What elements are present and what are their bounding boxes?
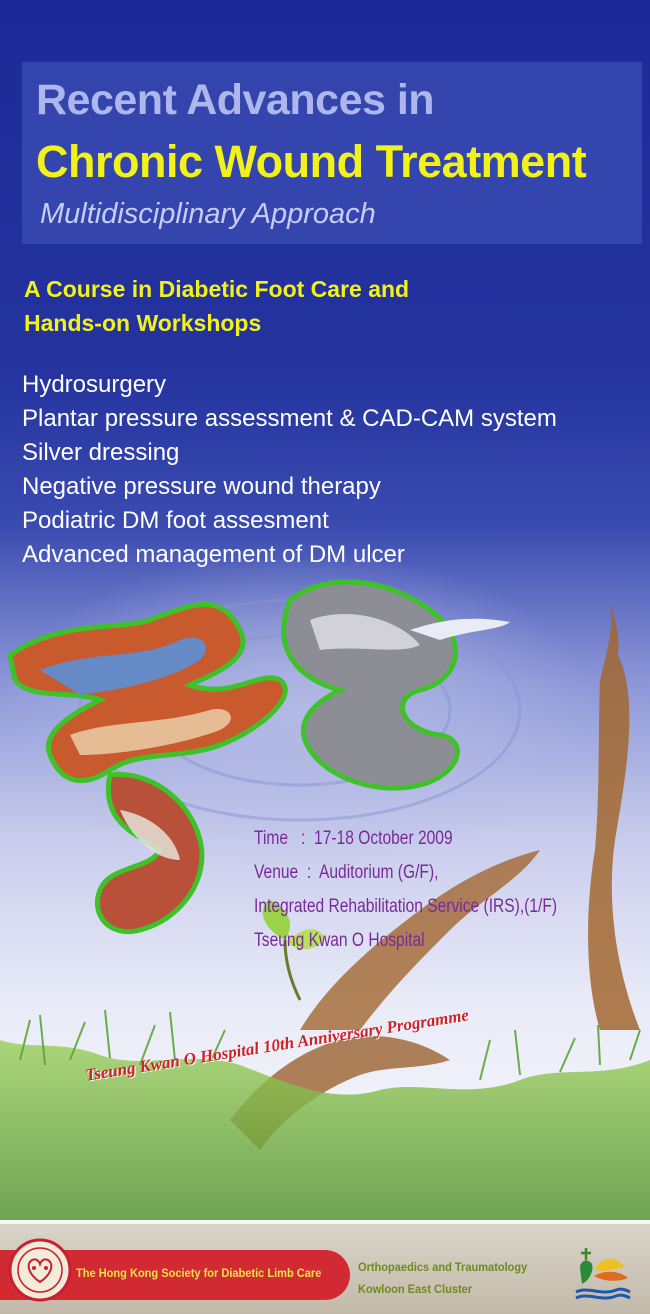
grass-blades	[19, 1009, 641, 1081]
course-heading-line-1: A Course in Diabetic Foot Care and	[24, 276, 410, 302]
time-label: Time	[254, 828, 289, 849]
light-streak	[410, 618, 510, 640]
swirl-stripe-cream	[70, 709, 231, 755]
tree-root	[300, 850, 540, 1030]
department-line-1: Orthopaedics and Traumatology	[358, 1260, 528, 1274]
subtitle: Multidisciplinary Approach	[40, 198, 376, 230]
venue-row: Venue : Auditorium (G/F),	[254, 856, 557, 890]
topic-item: Podiatric DM foot assesment	[22, 507, 329, 534]
grass-field	[0, 1040, 650, 1220]
department-name: Orthopaedics and Traumatology Kowloon Ea…	[358, 1256, 527, 1300]
title-band	[22, 62, 642, 244]
swirl-stripe-lower	[120, 810, 180, 860]
title-line-2: Chronic Wound Treatment	[36, 136, 587, 187]
seedling-icon	[262, 900, 325, 1001]
course-heading-line-2: Hands-on Workshops	[24, 310, 262, 336]
hospital-logo-icon	[575, 1248, 631, 1300]
society-name: The Hong Kong Society for Diabetic Limb …	[76, 1266, 322, 1280]
topic-item: Plantar pressure assessment & CAD-CAM sy…	[22, 405, 557, 432]
time-separator: :	[292, 828, 310, 849]
department-line-2: Kowloon East Cluster	[358, 1282, 473, 1296]
topic-item: Silver dressing	[22, 439, 180, 466]
course-heading: A Course in Diabetic Foot Care and Hands…	[24, 272, 544, 340]
title-line-1: Recent Advances in	[36, 76, 435, 124]
time-row: Time : 17-18 October 2009	[254, 822, 557, 856]
tree-trunk	[588, 600, 640, 1030]
topic-item: Negative pressure wound therapy	[22, 473, 381, 500]
swirl-artwork	[0, 560, 650, 1220]
venue-value: Auditorium (G/F),	[318, 862, 439, 883]
swirl-stripe-blue	[40, 637, 207, 695]
topic-item: Hydrosurgery	[22, 371, 167, 398]
topic-list: Hydrosurgery Plantar pressure assessment…	[22, 368, 557, 572]
time-value: 17-18 October 2009	[314, 828, 453, 849]
swirl-stripe-light	[310, 614, 420, 650]
society-seal-icon	[8, 1238, 72, 1302]
venue-label: Venue	[254, 862, 299, 883]
venue-separator: :	[302, 862, 316, 883]
venue-line-2: Integrated Rehabilitation Service (IRS),…	[254, 896, 558, 917]
tree-root	[230, 1036, 450, 1150]
event-info: Time : 17-18 October 2009 Venue : Audito…	[254, 822, 557, 958]
venue-line-3: Tseung Kwan O Hospital	[254, 930, 425, 951]
